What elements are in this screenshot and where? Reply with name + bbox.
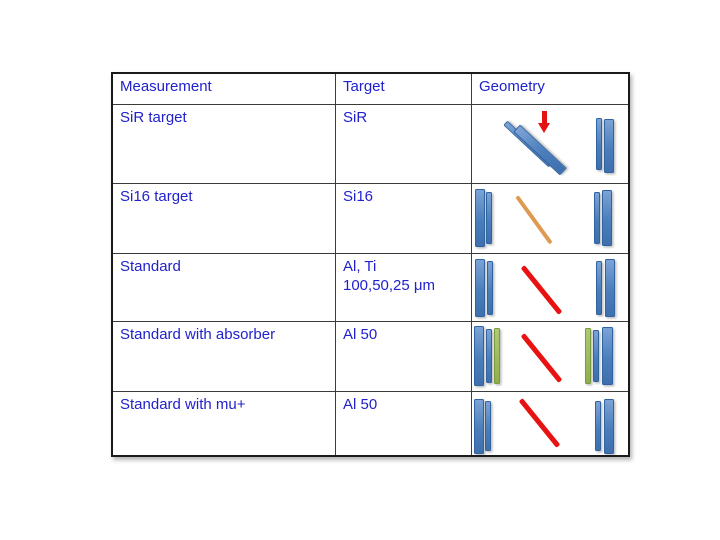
geometry-diagram	[472, 105, 628, 184]
detector-bar-icon	[474, 398, 484, 454]
absorber-bar-icon	[494, 328, 500, 384]
detector-bar-icon	[485, 401, 491, 451]
geometry-diagram	[472, 184, 628, 254]
measurement-cell: Standard with mu+	[113, 392, 336, 455]
target-foil-icon	[520, 333, 562, 383]
detector-bar-icon	[475, 259, 485, 317]
column-header-target: Target	[336, 74, 472, 105]
target-foil-icon	[518, 398, 560, 448]
target-cell: Al 50	[336, 392, 472, 455]
absorber-bar-icon	[585, 328, 591, 384]
detector-bar-icon	[604, 119, 614, 173]
geometry-diagram	[472, 392, 628, 455]
detector-bar-icon	[486, 192, 492, 244]
geometry-diagram	[472, 322, 628, 392]
target-foil-icon	[520, 265, 562, 315]
beam-arrow-shaft	[541, 111, 547, 124]
beam-arrow-icon	[537, 111, 551, 133]
measurement-cell: Standard	[113, 254, 336, 322]
measurement-cell: Standard with absorber	[113, 322, 336, 392]
geometry-diagram	[472, 254, 628, 322]
detector-bar-icon	[594, 192, 600, 244]
measurement-table: Measurement Target Geometry SiR target S…	[111, 72, 630, 457]
detector-bar-icon	[596, 118, 602, 170]
column-header-geometry: Geometry	[472, 74, 628, 105]
detector-bar-icon	[475, 189, 485, 247]
target-cell: Al, Ti 100,50,25 μm	[336, 254, 472, 322]
detector-bar-icon	[602, 190, 612, 246]
detector-bar-icon	[596, 261, 602, 315]
target-foil-icon	[515, 195, 553, 245]
target-cell: Al 50	[336, 322, 472, 392]
detector-bar-icon	[604, 398, 614, 454]
measurement-cell: SiR target	[113, 105, 336, 184]
target-cell: SiR	[336, 105, 472, 184]
detector-bar-icon	[486, 329, 492, 383]
detector-bar-icon	[593, 330, 599, 382]
target-cell: Si16	[336, 184, 472, 254]
detector-bar-icon	[595, 401, 601, 451]
measurement-cell: Si16 target	[113, 184, 336, 254]
detector-bar-icon	[474, 326, 484, 386]
detector-bar-icon	[601, 327, 613, 385]
column-header-measurement: Measurement	[113, 74, 336, 105]
detector-bar-icon	[605, 259, 615, 317]
detector-bar-icon	[487, 261, 493, 315]
beam-arrow-head	[537, 123, 550, 133]
